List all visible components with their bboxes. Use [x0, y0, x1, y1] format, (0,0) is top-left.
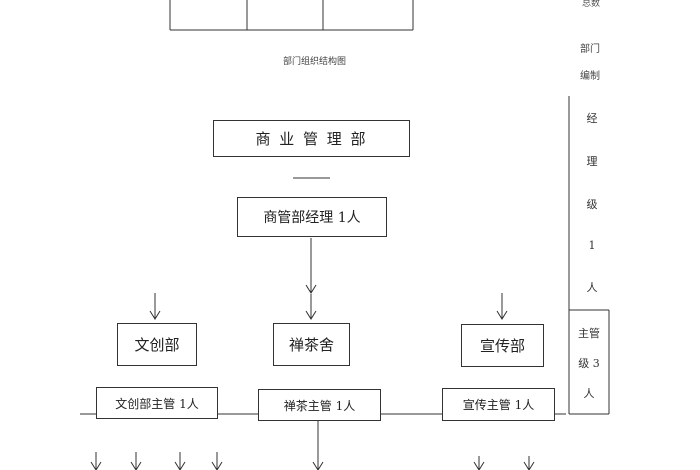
side-staffing-label-1: 部门 — [580, 44, 600, 55]
supervisor-label: 禅茶主管 1人 — [283, 398, 356, 413]
supervisor-level-line: 人 — [583, 387, 595, 400]
department-title-box: 商 业 管 理 部 — [213, 120, 410, 157]
side-top-label: 总数 — [582, 0, 601, 9]
dept-box-xuanchuan: 宣传部 — [461, 324, 544, 367]
supervisor-box-chancha: 禅茶主管 1人 — [258, 389, 381, 421]
manager-level-char: 理 — [586, 155, 598, 168]
supervisor-level-line: 级 3 — [578, 357, 600, 370]
side-column-lines — [568, 96, 610, 415]
dept-label: 文创部 — [134, 336, 180, 354]
supervisor-box-xuanchuan: 宣传主管 1人 — [442, 388, 555, 421]
manager-level-char: 1 — [588, 239, 596, 252]
manager-level-char: 级 — [586, 198, 598, 211]
supervisor-level-column: 主管 级 3 人 — [571, 318, 607, 408]
side-staffing-label-2: 编制 — [580, 71, 600, 82]
manager-level-column: 经 理 级 1 人 — [582, 110, 602, 295]
department-title: 商 业 管 理 部 — [255, 130, 368, 148]
top-table-fragment — [169, 0, 414, 31]
dept-label: 宣传部 — [479, 337, 525, 355]
manager-level-char: 经 — [586, 112, 598, 125]
manager-label: 商管部经理 1人 — [263, 210, 361, 226]
dept-box-wenchuang: 文创部 — [117, 323, 197, 366]
dept-box-chanchashe: 禅茶舍 — [273, 323, 350, 366]
supervisor-label: 宣传主管 1人 — [462, 398, 535, 412]
manager-box: 商管部经理 1人 — [237, 197, 387, 237]
supervisor-box-wenchuang: 文创部主管 1人 — [96, 387, 218, 419]
supervisor-level-line: 主管 — [578, 327, 600, 340]
supervisor-label: 文创部主管 1人 — [115, 396, 199, 411]
caption: 部门组织结构图 — [283, 57, 347, 67]
dept-label: 禅茶舍 — [288, 336, 334, 354]
manager-level-char: 人 — [586, 281, 598, 294]
